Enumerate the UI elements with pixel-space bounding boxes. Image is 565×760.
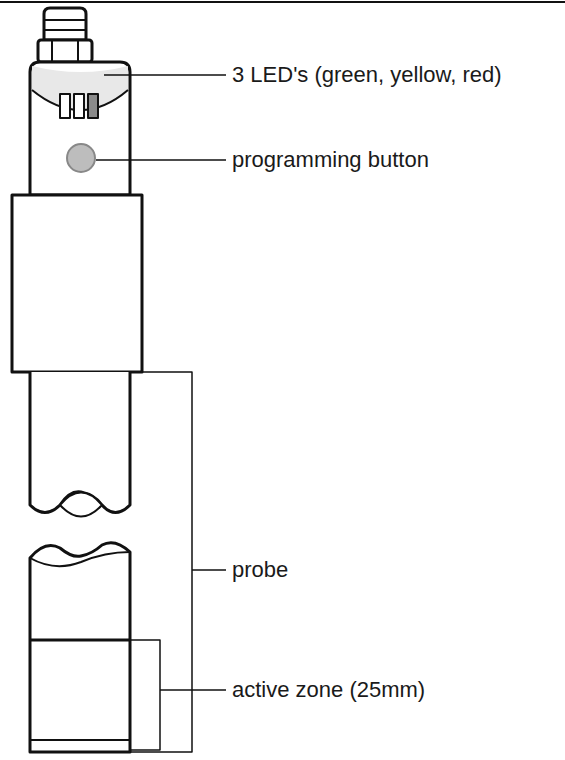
active-zone-label: active zone (25mm) bbox=[230, 677, 427, 703]
sensor-collar bbox=[12, 195, 142, 372]
button-label: programming button bbox=[230, 147, 431, 173]
sensor-head bbox=[30, 62, 130, 195]
led-label: 3 LED's (green, yellow, red) bbox=[230, 62, 504, 88]
led-yellow bbox=[74, 94, 84, 118]
programming-button bbox=[67, 144, 95, 172]
top-rule bbox=[0, 1, 565, 3]
connector-thread bbox=[44, 8, 86, 40]
probe-label: probe bbox=[230, 557, 290, 583]
led-green bbox=[60, 94, 70, 118]
leader-lines bbox=[96, 75, 226, 752]
probe-lower bbox=[30, 543, 130, 752]
led-red bbox=[88, 94, 98, 118]
connector-nut bbox=[38, 40, 92, 62]
active-zone-line bbox=[30, 639, 130, 642]
probe-upper bbox=[30, 372, 130, 513]
